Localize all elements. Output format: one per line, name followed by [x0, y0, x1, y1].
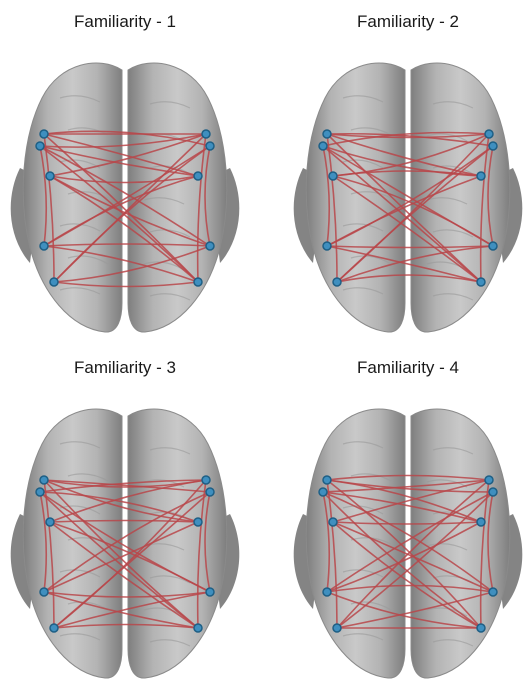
electrode-node: [319, 488, 327, 496]
electrode-node: [477, 278, 485, 286]
electrode-node: [489, 588, 497, 596]
electrode-node: [46, 518, 54, 526]
electrode-node: [202, 476, 210, 484]
electrode-node: [202, 130, 210, 138]
electrode-node: [194, 278, 202, 286]
electrode-node: [323, 588, 331, 596]
electrode-node: [50, 278, 58, 286]
electrode-node: [489, 142, 497, 150]
panel-title: Familiarity - 2: [283, 12, 531, 32]
brain-connectivity-figure: [283, 394, 531, 684]
electrode-node: [206, 142, 214, 150]
electrode-node: [194, 518, 202, 526]
panel-title: Familiarity - 4: [283, 358, 531, 378]
electrode-node: [329, 172, 337, 180]
electrode-node: [477, 172, 485, 180]
electrode-node: [206, 242, 214, 250]
electrode-node: [40, 476, 48, 484]
brain-connectivity-figure: [0, 394, 250, 684]
electrode-node: [319, 142, 327, 150]
electrode-node: [46, 172, 54, 180]
panel-title: Familiarity - 1: [0, 12, 250, 32]
electrode-node: [329, 518, 337, 526]
electrode-node: [40, 130, 48, 138]
connection-edge: [44, 244, 210, 246]
electrode-node: [206, 588, 214, 596]
electrode-node: [333, 278, 341, 286]
panel-title: Familiarity - 3: [0, 358, 250, 378]
brain-connectivity-figure: [0, 48, 250, 338]
electrode-node: [36, 142, 44, 150]
electrode-node: [323, 130, 331, 138]
brain-connectivity-figure: [283, 48, 531, 338]
electrode-node: [206, 488, 214, 496]
electrode-node: [36, 488, 44, 496]
electrode-node: [323, 476, 331, 484]
electrode-node: [477, 624, 485, 632]
electrode-node: [333, 624, 341, 632]
electrode-node: [194, 624, 202, 632]
electrode-node: [477, 518, 485, 526]
electrode-node: [489, 488, 497, 496]
electrode-node: [323, 242, 331, 250]
connection-edge: [327, 246, 493, 248]
electrode-node: [50, 624, 58, 632]
electrode-node: [489, 242, 497, 250]
electrode-node: [40, 588, 48, 596]
electrode-node: [485, 130, 493, 138]
electrode-node: [40, 242, 48, 250]
electrode-node: [485, 476, 493, 484]
electrode-node: [194, 172, 202, 180]
